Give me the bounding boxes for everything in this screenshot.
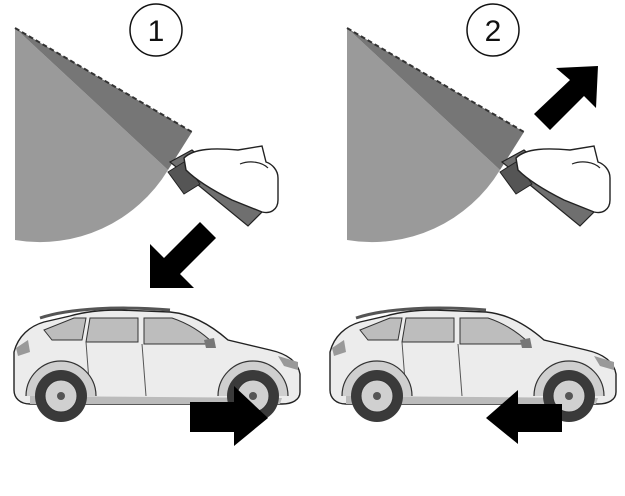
pedal-icon [14, 27, 279, 244]
release-arrow-icon [534, 66, 598, 130]
step-1-badge [129, 3, 183, 57]
step-2-number: 2 [485, 15, 502, 48]
step-2-panel: 2 [328, 3, 618, 444]
press-arrow-icon [150, 222, 216, 288]
pedal-icon [346, 27, 611, 244]
reverse-arrow-icon [486, 390, 562, 444]
car-icon [12, 306, 302, 424]
step-2-badge [466, 3, 520, 57]
step-1-panel: 1 [12, 3, 302, 446]
car-icon [328, 306, 618, 424]
forward-arrow-icon [190, 386, 268, 446]
step-1-number: 1 [148, 15, 165, 48]
